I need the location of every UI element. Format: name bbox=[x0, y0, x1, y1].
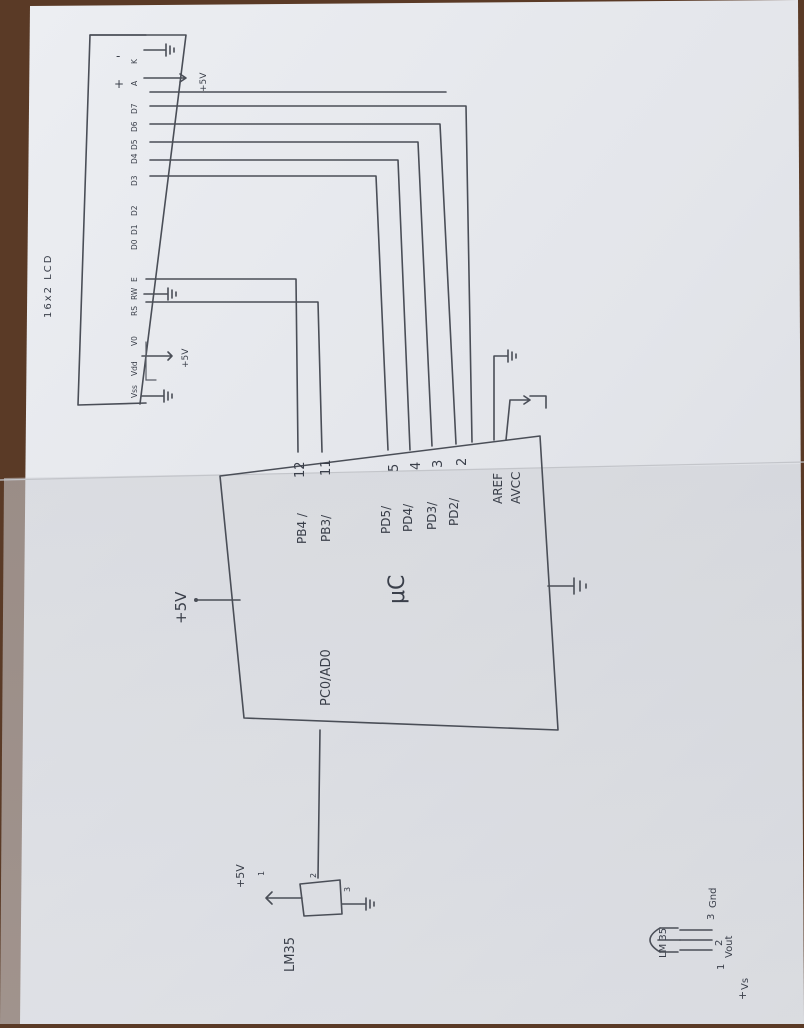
lcd-pin-d6: D6 bbox=[130, 121, 139, 132]
lcd-a-supply-wire bbox=[143, 73, 187, 83]
lcd-pin-k: K bbox=[130, 58, 139, 64]
paper-fold-line bbox=[0, 461, 804, 481]
pinout-vout: Vout bbox=[724, 935, 735, 958]
lcd-pin-d1: D1 bbox=[130, 224, 139, 235]
mcu-pin-name-pc0: PC0/AD0 bbox=[319, 649, 334, 706]
lcd-module: 16x2 LCD Vss Vdd V0 RS RW E D0 D1 D2 D3 … bbox=[43, 34, 209, 406]
mcu-supply-node bbox=[194, 598, 198, 602]
microcontroller: μC +5V 12 11 5 4 3 2 PB4 / PB3/ PD5/ PD4… bbox=[172, 435, 587, 731]
lcd-pin-d3: D3 bbox=[130, 175, 139, 186]
pinout-plus: + bbox=[736, 991, 749, 1000]
mcu-ground-wire bbox=[547, 577, 587, 595]
lcd-pin-e: E bbox=[130, 277, 139, 282]
lcd-pin-d0: D0 bbox=[130, 239, 139, 250]
lcd-backlight-plus: + bbox=[114, 77, 124, 91]
lcd-title: 16x2 LCD bbox=[43, 254, 54, 318]
mcu-supply-label: +5V bbox=[172, 591, 190, 624]
avcc-supply-tick bbox=[529, 395, 547, 409]
mcu-pin-name-pb3: PB3/ bbox=[319, 514, 333, 542]
mcu-pin-11: 11 bbox=[319, 459, 334, 476]
lm35-pin-1: 1 bbox=[257, 871, 266, 876]
mcu-pin-2: 2 bbox=[455, 458, 470, 466]
wire-d6-to-pd3 bbox=[149, 141, 433, 447]
mcu-label: μC bbox=[385, 575, 410, 604]
lcd-v0-wire bbox=[145, 341, 157, 381]
mcu-pin-name-pd5: PD5/ bbox=[379, 505, 393, 534]
lcd-pin-d2: D2 bbox=[130, 205, 139, 216]
mcu-pin-name-pd3: PD3/ bbox=[425, 501, 439, 530]
aref-ground-wire bbox=[493, 349, 517, 441]
mcu-pin-5: 5 bbox=[387, 464, 402, 472]
lcd-vdd-supply-wire bbox=[141, 351, 173, 361]
lm35-pin-3: 3 bbox=[343, 887, 352, 892]
paper-fold-shadow bbox=[0, 464, 804, 1024]
wire-d4-to-pd5 bbox=[149, 175, 389, 451]
mcu-pin-4: 4 bbox=[409, 462, 424, 470]
mcu-pin-3: 3 bbox=[431, 460, 446, 468]
lm35-ground-wire bbox=[341, 897, 375, 911]
lm35-pin-2: 2 bbox=[309, 873, 318, 878]
lm35-label: LM35 bbox=[283, 937, 298, 972]
wire-d7-to-pd2 bbox=[149, 123, 457, 445]
lcd-pin-d7: D7 bbox=[130, 103, 139, 114]
lcd-vss-ground-wire bbox=[141, 389, 173, 403]
wire-d5-to-pd4 bbox=[149, 159, 411, 451]
lcd-k-ground-wire bbox=[143, 43, 175, 57]
lcd-pin-d5: D5 bbox=[130, 139, 139, 150]
wire-e-to-pb4 bbox=[145, 278, 299, 453]
pinout-chip-label: LM 35 bbox=[658, 928, 669, 958]
avcc-supply-wire bbox=[505, 395, 531, 441]
lcd-pin-labels: Vss Vdd V0 RS RW E D0 D1 D2 D3 D4 D5 D6 … bbox=[130, 58, 139, 398]
mcu-pin-name-pd4: PD4/ bbox=[401, 503, 415, 532]
lcd-a-supply-label: +5V bbox=[199, 72, 209, 92]
mcu-pin-name-aref: AREF bbox=[491, 473, 505, 504]
lcd-pin-d4: D4 bbox=[130, 153, 139, 164]
mcu-pin-12: 12 bbox=[293, 461, 308, 478]
lm35-sensor: LM35 1 2 3 +5V bbox=[234, 864, 375, 972]
lcd-to-mcu-wires bbox=[145, 91, 473, 453]
pinout-number-3: 3 bbox=[706, 914, 717, 920]
lcd-pin-v0: V0 bbox=[130, 336, 139, 346]
mcu-pin-numbers: 12 11 5 4 3 2 bbox=[293, 458, 470, 478]
lm35-supply-label: +5V bbox=[234, 864, 247, 888]
lcd-rw-ground-wire bbox=[143, 287, 177, 301]
wire-rs-to-pb3 bbox=[145, 301, 323, 453]
pinout-number-2: 2 bbox=[714, 940, 725, 946]
lcd-backlight-minus: - bbox=[116, 49, 120, 63]
mcu-pin-name-pb4: PB4 / bbox=[295, 512, 309, 544]
wire-d7-b bbox=[149, 105, 473, 443]
lcd-vdd-supply-label: +5V bbox=[181, 348, 191, 368]
lm35-supply-wire bbox=[265, 891, 303, 905]
mcu-pin-name-avcc: AVCC bbox=[509, 472, 523, 504]
mcu-pin-name-pd2: PD2/ bbox=[447, 497, 461, 526]
pinout-number-1: 1 bbox=[716, 964, 727, 970]
lcd-pin-vdd: Vdd bbox=[130, 361, 139, 376]
pinout-vs: Vs bbox=[740, 978, 751, 990]
lcd-pin-a: A bbox=[130, 80, 139, 86]
lcd-pin-rw: RW bbox=[130, 287, 139, 300]
wire-pc0-to-lm35 bbox=[317, 729, 321, 879]
lcd-pin-rs: RS bbox=[130, 306, 139, 316]
lcd-pin-vss: Vss bbox=[130, 385, 139, 398]
pinout-gnd: Gnd bbox=[708, 888, 719, 908]
lm35-pinout-sketch: LM 35 1 2 3 + Vs Vout Gnd bbox=[649, 888, 751, 1000]
mcu-pin-names: PB4 / PB3/ PD5/ PD4/ PD3/ PD2/ AREF AVCC… bbox=[295, 472, 523, 706]
